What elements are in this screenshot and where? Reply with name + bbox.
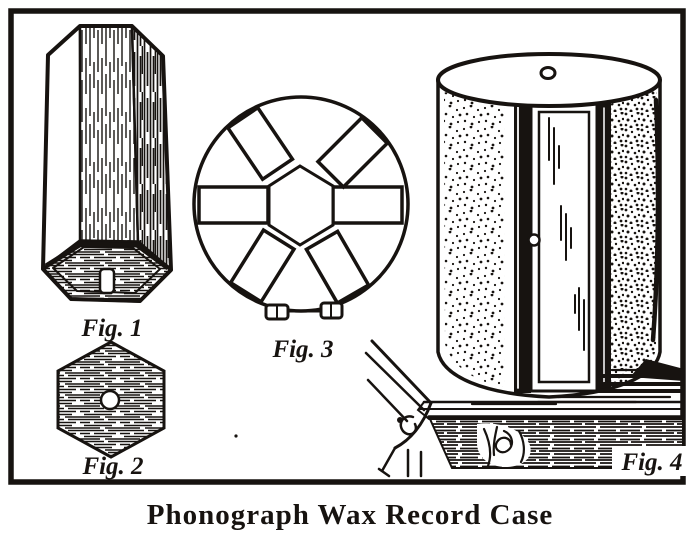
fig3-slot-lower-left xyxy=(228,227,297,305)
fig2-center-hole xyxy=(99,389,121,411)
cylinder-door-panel xyxy=(529,101,599,393)
rail-endcap-supports xyxy=(377,446,423,478)
fig1-keyhole-slot xyxy=(98,267,116,295)
fig1-outline xyxy=(41,24,173,303)
fig4-label: Fig. 4 xyxy=(620,449,682,476)
fig4-cylinder-case-drawing xyxy=(364,52,692,478)
fig1-label: Fig. 1 xyxy=(80,315,142,342)
door-knob xyxy=(527,233,541,247)
fig3-slot-upper-left xyxy=(225,105,295,182)
rail-endcap-scroll-curl xyxy=(399,415,418,436)
fig3-slot-left xyxy=(197,185,270,225)
rail-line-upper xyxy=(370,339,433,405)
fig2-hexagon-panel-drawing xyxy=(56,340,166,459)
plate-border-frame xyxy=(8,8,686,485)
door-woodgrain-dashes xyxy=(548,117,585,351)
rail-line-lower xyxy=(364,351,426,412)
fig3-center-hexagon xyxy=(267,164,335,247)
fig3-label: Fig. 3 xyxy=(271,336,333,363)
fig4-label-background xyxy=(612,446,692,476)
cylinder-right-stipple-band xyxy=(611,90,657,386)
rail-line-inner xyxy=(366,378,409,423)
door-hinge-stile xyxy=(514,103,531,393)
fig3-slot-upper-left-rect xyxy=(225,105,295,182)
fig3-cross-section-drawing xyxy=(192,95,410,321)
fig1-bottom-inner-rim xyxy=(52,246,161,294)
paper-speck xyxy=(234,434,238,438)
rail-endcap-knot xyxy=(397,417,403,423)
cylinder-top-hole xyxy=(539,66,557,80)
fig2-label: Fig. 2 xyxy=(81,453,143,480)
cylinder-top-lid xyxy=(436,52,662,108)
fig3-slot-lower-right xyxy=(304,228,371,306)
fig3-slot-upper-right-rect xyxy=(315,115,390,190)
shelf-shadow-wedge xyxy=(630,359,684,381)
plate-caption: Phonograph Wax Record Case xyxy=(147,499,554,531)
frieze-carving-scroll-lines xyxy=(482,425,525,468)
cylinder-door-inner-frame xyxy=(537,110,591,384)
fig1-bottom-face-shadow-line xyxy=(44,241,170,271)
fig3-slot-lower-left-rect xyxy=(228,227,297,305)
cylinder-right-edge-shading xyxy=(650,97,661,343)
fig3-slot-upper-right xyxy=(315,115,390,190)
fig1-front-face-woodgrain xyxy=(78,24,140,244)
shelf-shadow-streaks-thin xyxy=(470,368,672,406)
fig3-slot-lower-right-rect xyxy=(304,228,371,306)
cylinder-left-stipple-band xyxy=(444,92,505,387)
fig1-hexagonal-prism-drawing xyxy=(41,24,173,303)
fig3-slot-right xyxy=(331,185,404,225)
